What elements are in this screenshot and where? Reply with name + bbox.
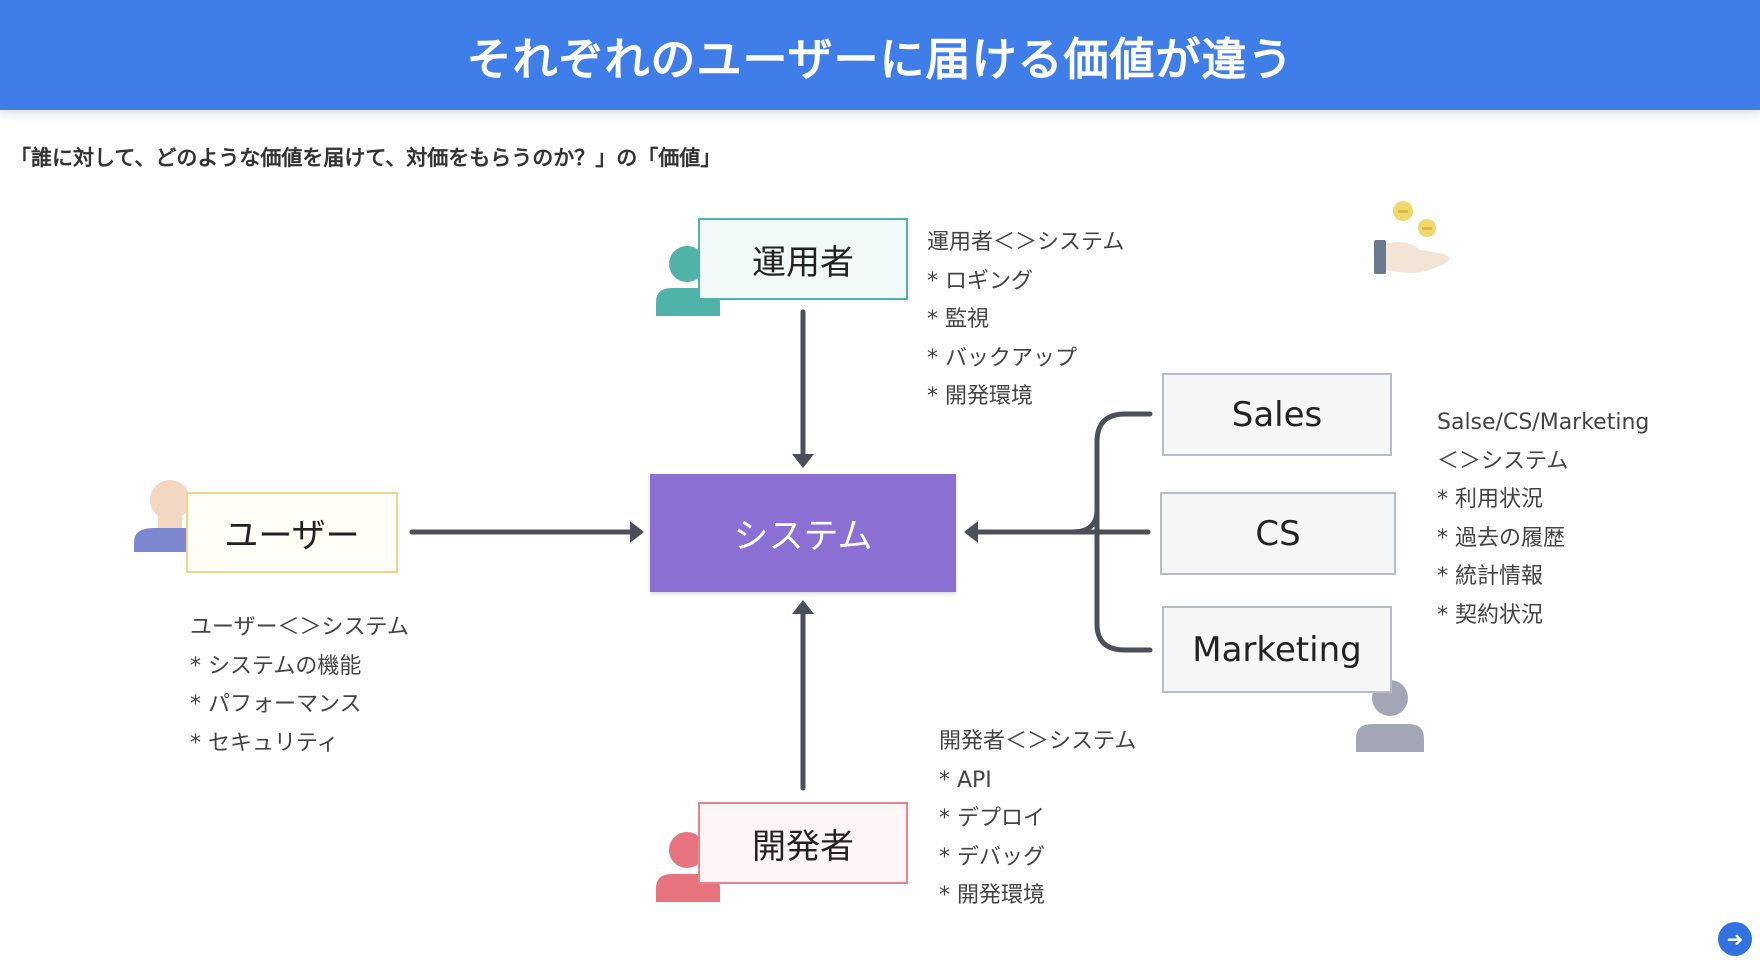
note-line: * デプロイ	[939, 806, 1045, 831]
user-box: ユーザー	[186, 492, 398, 573]
hand-coins-icon	[1374, 201, 1449, 274]
developer-label: 開発者	[752, 826, 854, 867]
note-line: * 過去の履歴	[1437, 525, 1565, 551]
developer-box: 開発者	[698, 802, 908, 884]
note-line: * API	[939, 767, 992, 793]
marketing-box: Marketing	[1162, 606, 1392, 693]
note-line: 開発者＜＞システム	[939, 729, 1137, 754]
note-line: * デバッグ	[939, 844, 1045, 870]
business-bracket-curve	[1069, 507, 1100, 535]
subtitle: 「誰に対して、どのような価値を届けて、対価をもらうのか？」の「価値」	[10, 146, 722, 170]
note-line: * セキュリティ	[190, 730, 339, 756]
note-line: Salse/CS/Marketing	[1437, 410, 1650, 435]
operator-notes: 運用者＜＞システム * ロギング * 監視 * バックアップ * 開発環境	[927, 224, 1124, 417]
note-line: * ロギング	[927, 268, 1033, 294]
note-line: ユーザー＜＞システム	[190, 615, 409, 640]
sales-box: Sales	[1162, 373, 1392, 456]
arrow-right-icon: ➜	[1726, 927, 1744, 951]
note-line: 運用者＜＞システム	[927, 230, 1125, 255]
note-line: * システムの機能	[190, 653, 362, 679]
system-label: システム	[733, 516, 873, 557]
developer-notes: 開発者＜＞システム * API * デプロイ * デバッグ * 開発環境	[939, 723, 1136, 916]
arrowhead-right	[630, 521, 644, 543]
note-line: * パフォーマンス	[190, 692, 362, 717]
user-label: ユーザー	[224, 516, 360, 556]
note-line: * 開発環境	[927, 384, 1033, 409]
business-notes: Salse/CS/Marketing ＜＞システム * 利用状況 * 過去の履歴…	[1437, 404, 1649, 635]
business-bracket	[1094, 411, 1153, 653]
header-banner: それぞれのユーザーに届ける価値が違う	[0, 0, 1760, 110]
marketing-label: Marketing	[1192, 629, 1362, 670]
note-line: * 契約状況	[1437, 602, 1543, 628]
cs-label: CS	[1255, 513, 1301, 554]
page-title: それぞれのユーザーに届ける価値が違う	[466, 32, 1294, 86]
next-slide-button[interactable]: ➜	[1718, 922, 1752, 956]
arrowhead-left	[964, 521, 978, 543]
note-line: * 監視	[927, 307, 989, 332]
user-notes: ユーザー＜＞システム * システムの機能 * パフォーマンス * セキュリティ	[190, 609, 409, 763]
arrowhead-down	[792, 454, 814, 468]
note-line: * 利用状況	[1437, 487, 1543, 512]
note-line: ＜＞システム	[1437, 448, 1569, 474]
system-box: システム	[650, 474, 956, 592]
arrowhead-up	[792, 600, 814, 614]
note-line: * 開発環境	[939, 883, 1045, 908]
operator-box: 運用者	[698, 218, 908, 300]
note-line: * バックアップ	[927, 345, 1077, 371]
cs-box: CS	[1160, 492, 1396, 575]
note-line: * 統計情報	[1437, 564, 1543, 589]
operator-label: 運用者	[752, 242, 854, 283]
sales-label: Sales	[1231, 394, 1323, 435]
